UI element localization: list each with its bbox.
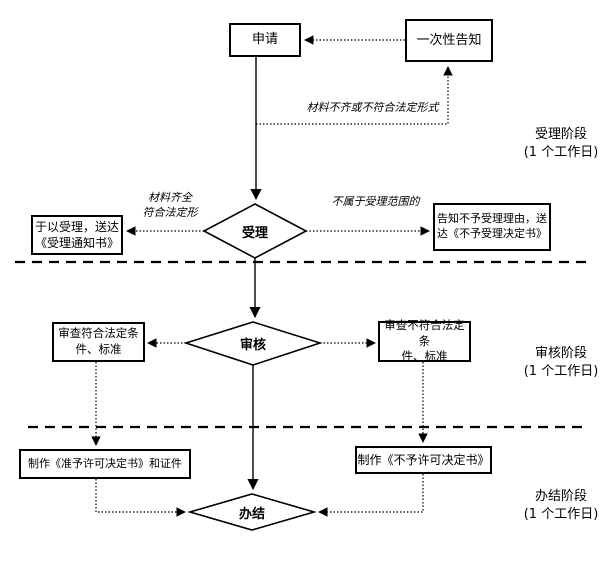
diamond-accept [202, 203, 308, 259]
stage-accept-duration: (1 个工作日) [523, 145, 599, 161]
solid-flow-lines [247, 57, 262, 491]
node-make-permit: 制作《准予许可决定书》和证件 [19, 449, 191, 479]
edge-label-materials-incomplete: 材料不齐或不符合法定形式 [306, 101, 439, 114]
edge-label-out-of-scope: 不属于受理范围的 [331, 195, 420, 208]
dotted-flow-lines [91, 35, 453, 517]
stage-accept: 受理阶段 (1 个工作日) [516, 126, 605, 162]
diamond-review [183, 321, 323, 366]
stage-finish-name: 办结阶段 [534, 489, 587, 504]
stage-accept-name: 受理阶段 [534, 127, 587, 142]
node-review-pass: 审查符合法定条 件、标准 [52, 322, 145, 362]
stage-finish: 办结阶段 (1 个工作日) [516, 488, 605, 524]
decision-diamonds [183, 203, 323, 531]
node-make-denial: 制作《不予许可决定书》 [355, 446, 492, 474]
stage-review: 审核阶段 (1 个工作日) [516, 345, 605, 381]
decision-finish-label: 办结 [238, 506, 265, 522]
stage-review-name: 审核阶段 [534, 346, 587, 361]
edge-label-materials-complete: 材料齐全 符合法定形 [142, 191, 198, 219]
node-reject-notify: 告知不予受理理由，送 达《不予受理决定书》 [433, 203, 551, 251]
node-one-time-notice: 一次性告知 [405, 19, 493, 62]
arrow-denial-to-finish [318, 474, 424, 517]
arrow-incomplete-to-notice [256, 66, 453, 125]
stage-finish-duration: (1 个工作日) [523, 507, 599, 523]
stage-review-duration: (1 个工作日) [523, 364, 599, 380]
arrow-permit-to-finish [95, 479, 186, 517]
diamond-finish [187, 493, 317, 531]
node-review-fail: 审查不符合法定条 件、标准 [378, 318, 471, 363]
decision-accept-label: 受理 [241, 225, 268, 241]
node-apply: 申请 [229, 23, 301, 57]
decision-review-label: 审核 [239, 337, 266, 353]
phase-separators [15, 260, 588, 429]
node-accept-notify: 于以受理，送达 《受理通知书》 [31, 215, 123, 255]
